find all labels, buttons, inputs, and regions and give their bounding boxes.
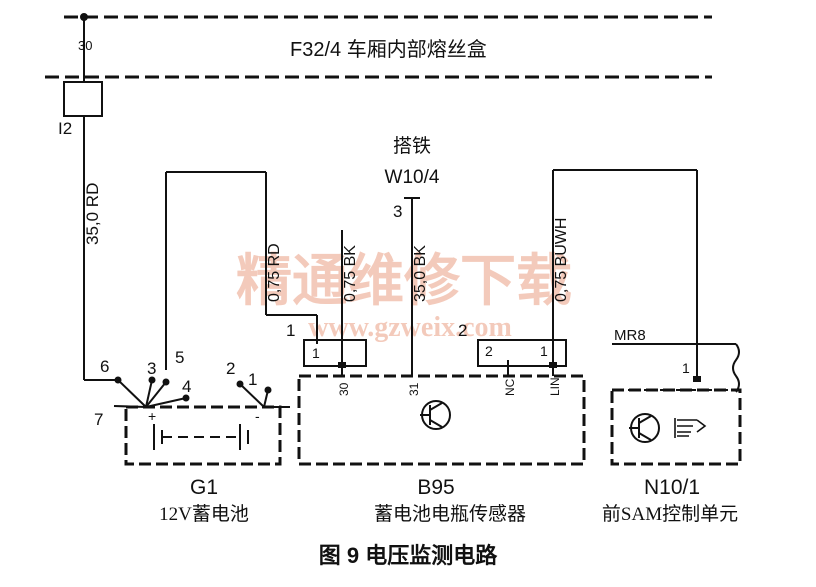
sam-wavy-edge <box>732 343 740 393</box>
sam-connector-label: MR8 <box>614 327 646 344</box>
pin-30-label: 30 <box>337 382 351 396</box>
figure-caption: 图 9 电压监测电路 <box>319 543 498 568</box>
sensor-b95-box <box>297 374 586 466</box>
sam-pin-label: 1 <box>682 360 690 376</box>
sensor-name: 蓄电池电瓶传感器 <box>374 503 526 525</box>
c2-pin-1: 1 <box>540 343 548 359</box>
pin-31-label: 31 <box>407 382 421 396</box>
fuse-i2 <box>63 81 103 117</box>
watermark-cn: 精通维修下载 <box>236 251 572 313</box>
battery-g1-box <box>124 405 282 466</box>
ground-pin: 3 <box>393 202 402 221</box>
battery-code: G1 <box>190 476 218 499</box>
battery-name: 12V蓄电池 <box>159 503 249 525</box>
sensor-bk-label: 0,75 BK <box>342 245 359 302</box>
control-hand-icon <box>674 418 707 438</box>
fuse-box-label: F32/4 车厢内部熔丝盒 <box>290 38 487 61</box>
c1-pin-1: 1 <box>312 345 320 361</box>
watermark-url: www.gzweix.com <box>308 312 512 343</box>
sensor-connector-1 <box>303 339 367 367</box>
battery-terminal-4: 4 <box>182 377 191 396</box>
connector-2-number: 2 <box>458 321 467 340</box>
fuse-pin-label: 30 <box>78 38 92 53</box>
ground-label: 搭铁 <box>393 135 431 157</box>
battery-minus-sign: - <box>255 408 260 424</box>
battery-terminal-3: 3 <box>147 359 156 378</box>
main-wire-label: 35,0 RD <box>83 183 102 245</box>
sensor-code: B95 <box>417 476 454 499</box>
battery-terminal-6: 6 <box>100 357 109 376</box>
sam-name: 前SAM控制单元 <box>602 503 738 525</box>
ground-code: W10/4 <box>385 167 440 188</box>
battery-terminal-5: 5 <box>175 348 184 367</box>
sam-code: N10/1 <box>644 476 700 499</box>
battery-terminal-1: 1 <box>248 370 257 389</box>
battery-terminal-2: 2 <box>226 359 235 378</box>
sensor-connector-2 <box>477 339 567 367</box>
pin-lin-label: LIN <box>548 377 562 396</box>
ground-bk-label: 35,0 BK <box>412 245 429 302</box>
connector-1-number: 1 <box>286 321 295 340</box>
c2-pin-2: 2 <box>485 343 493 359</box>
battery-terminal-7: 7 <box>94 410 103 429</box>
battery-plus-sign: + <box>148 408 156 424</box>
lin-wire-label: 0,75 BUWH <box>553 218 570 302</box>
sensor-rd-label: 0,75 RD <box>266 243 283 302</box>
fuse-name: I2 <box>58 119 72 138</box>
pin-nc-label: NC <box>503 378 517 396</box>
sam-n10-box <box>610 388 742 466</box>
